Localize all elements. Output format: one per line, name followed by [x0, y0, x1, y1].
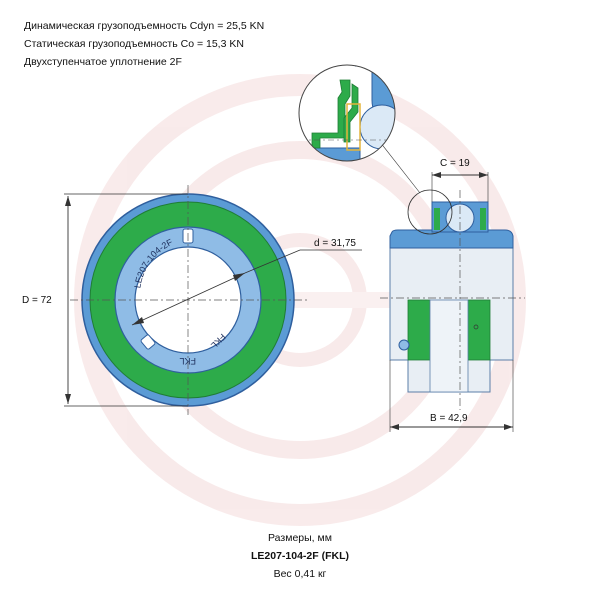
side-view: C = 19 B = 42,9 — [379, 141, 525, 432]
spec-dynamic-load: Динамическая грузоподъемность Cdyn = 25,… — [24, 20, 265, 32]
spec-static-load: Статическая грузоподъемность Co = 15,3 K… — [24, 38, 244, 50]
caption-model: LE207-104-2F (FKL) — [250, 550, 350, 562]
spec-seal-type: Двухступенчатое уплотнение 2F — [24, 56, 182, 68]
dimension-width-b: B = 42,9 — [430, 413, 468, 424]
set-screw-bottom — [140, 334, 156, 350]
dimension-bore: d = 31,75 — [314, 238, 356, 249]
dimension-outer-diameter: D = 72 — [22, 295, 52, 306]
caption-units: Размеры, мм — [268, 532, 332, 544]
ring-brand-text-2: FKL — [179, 356, 196, 366]
caption-weight: Вес 0,41 кг — [273, 568, 327, 580]
dimension-width-c: C = 19 — [440, 158, 470, 169]
front-view: LE207-104-2F FKL FKL D = 72 d = 31,75 — [22, 185, 362, 415]
